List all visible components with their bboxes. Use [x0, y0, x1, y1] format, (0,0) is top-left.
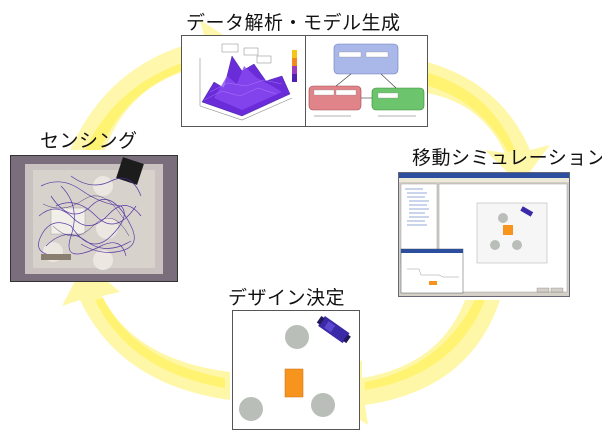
simulation-software-thumbnail: [398, 172, 570, 297]
stage-label-simulation: 移動シミュレーション: [412, 147, 602, 169]
stage-label-sensing: センシング: [40, 130, 138, 152]
sensing-room-photo: [10, 155, 178, 282]
design-node-top: [285, 325, 309, 349]
design-node-bottom-left: [239, 397, 263, 421]
design-center-block: [284, 368, 304, 398]
design-node-bottom-right: [311, 393, 335, 417]
model-diagram-thumbnail: [305, 35, 428, 127]
stage-label-design: デザイン決定: [228, 287, 346, 309]
arrow-arc-bottom-left: [62, 262, 230, 400]
design-layout-thumbnail: [232, 310, 360, 430]
surface-plot-thumbnail: [181, 35, 307, 127]
design-robot: [318, 316, 350, 344]
stage-label-analysis: データ解析・モデル生成: [186, 12, 401, 34]
